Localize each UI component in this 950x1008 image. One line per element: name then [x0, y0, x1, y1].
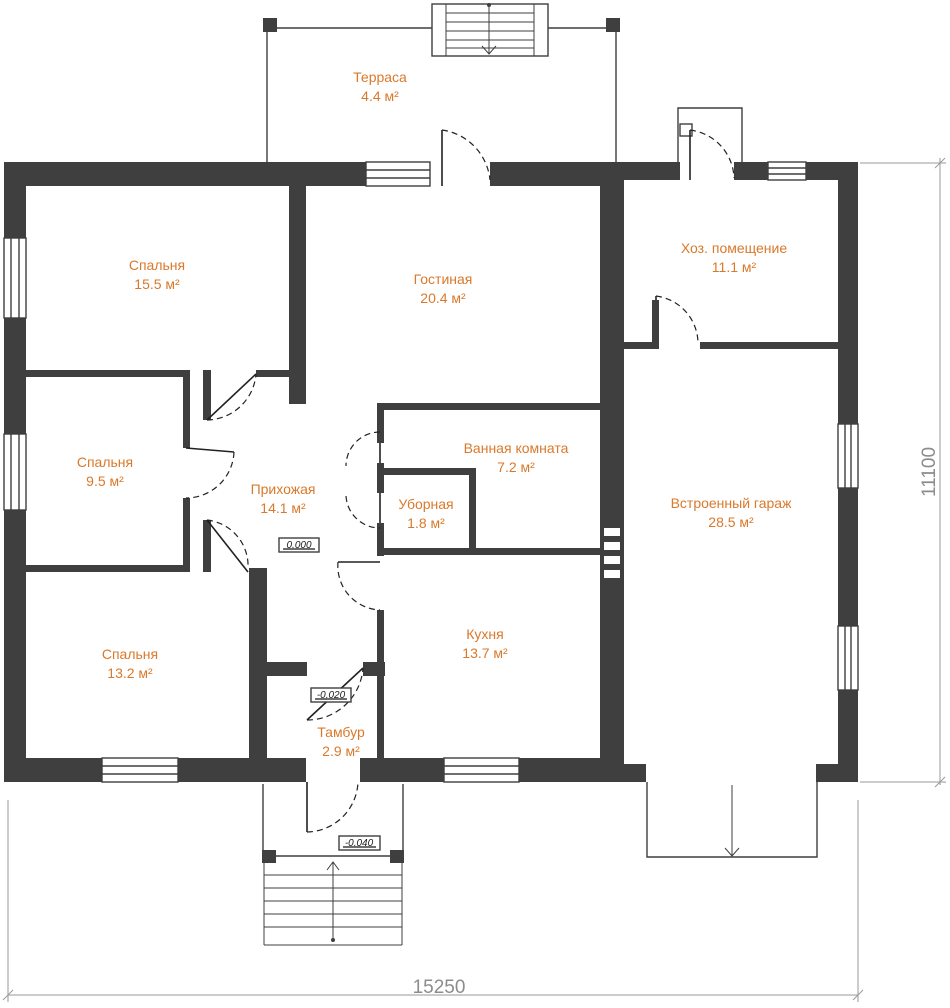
room-name-utility: Хоз. помещение [681, 240, 787, 256]
room-name-bedroom1: Спальня [129, 257, 185, 273]
room-name-toilet: Уборная [398, 496, 453, 512]
terrace-steps [431, 3, 549, 57]
room-name-garage: Встроенный гараж [671, 495, 793, 511]
room-area-vestibule: 2.9 м² [322, 743, 360, 759]
level-hall-text: 0.000 [286, 540, 311, 551]
room-area-utility: 11.1 м² [712, 259, 757, 275]
level-marker-hall: 0.000 [278, 537, 320, 553]
windows [3, 161, 859, 783]
level-marker-porch: -0.040 [338, 835, 381, 851]
terrace-frame [263, 18, 620, 162]
room-name-bathroom: Ванная комната [464, 440, 569, 456]
room-name-hall: Прихожая [251, 481, 316, 497]
room-name-terrace: Терраса [353, 69, 407, 85]
dimension-height: 11100 [919, 447, 940, 497]
room-area-toilet: 1.8 м² [407, 515, 445, 531]
room-name-vestibule: Тамбур [317, 724, 365, 740]
walls [4, 162, 858, 782]
level-vestibule-text: -0.020 [317, 690, 346, 701]
room-name-kitchen: Кухня [466, 626, 503, 642]
room-area-garage: 28.5 м² [708, 514, 754, 530]
room-area-living: 20.4 м² [420, 290, 466, 306]
front-porch [262, 784, 404, 946]
room-area-bedroom1: 15.5 м² [134, 276, 180, 292]
garage-entrance-frame [646, 782, 818, 858]
dimension-lines [2, 157, 946, 1002]
room-name-bedroom3: Спальня [102, 646, 158, 662]
room-name-living: Гостиная [414, 271, 473, 287]
room-area-bedroom3: 13.2 м² [107, 665, 153, 681]
room-name-bedroom2: Спальня [77, 454, 133, 470]
ventilation-block [600, 522, 624, 594]
level-porch-text: -0.040 [345, 838, 374, 849]
room-area-terrace: 4.4 м² [361, 88, 399, 104]
dimension-width: 15250 [413, 977, 466, 998]
utility-entrance-frame [677, 107, 743, 162]
room-area-hall: 14.1 м² [260, 500, 306, 516]
room-area-bedroom2: 9.5 м² [86, 473, 124, 489]
room-area-bathroom: 7.2 м² [497, 459, 535, 475]
level-marker-vestibule: -0.020 [310, 687, 352, 703]
room-area-kitchen: 13.7 м² [462, 645, 508, 661]
